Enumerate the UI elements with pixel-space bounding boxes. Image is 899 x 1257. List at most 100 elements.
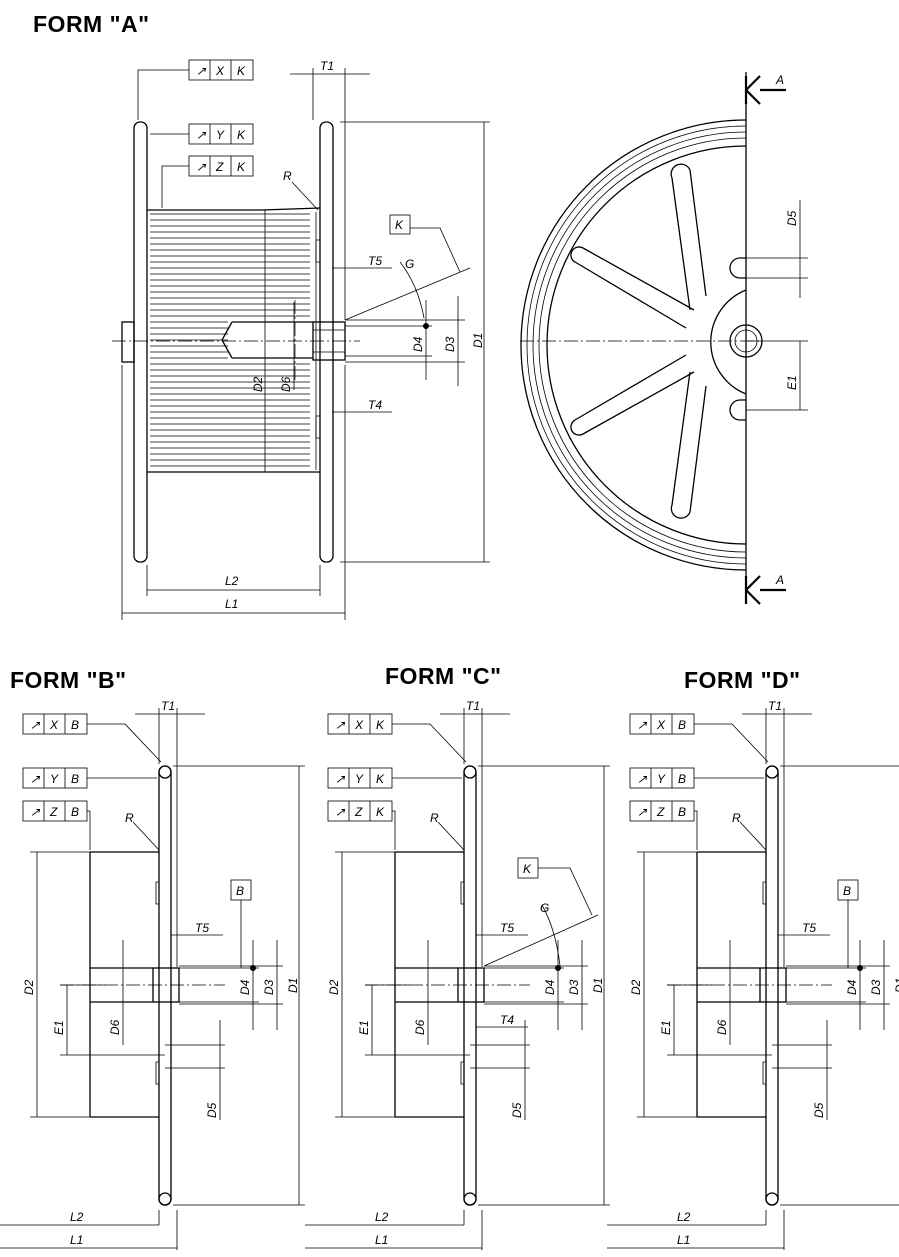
svg-text:B: B [678, 772, 686, 786]
dim-l1: L1 [225, 597, 238, 611]
svg-text:↗: ↗ [335, 805, 346, 819]
dim-l2: L2 [375, 1210, 389, 1224]
datum-point [423, 323, 429, 329]
form-a-title: FORM "A" [33, 11, 150, 37]
dim-d2: D2 [22, 979, 36, 995]
dim-t4: T4 [368, 398, 382, 412]
dim-d6: D6 [279, 376, 293, 392]
left-flange [133, 121, 148, 563]
dim-d2: D2 [251, 376, 265, 392]
dim-d2: D2 [629, 979, 643, 995]
svg-text:↗: ↗ [637, 805, 648, 819]
dim-d3: D3 [262, 979, 276, 995]
dim-d1: D1 [893, 978, 899, 993]
svg-text:↗: ↗ [196, 160, 207, 174]
dim-d4: D4 [845, 979, 859, 995]
dim-r: R [283, 169, 292, 183]
dim-d3: D3 [443, 336, 457, 352]
k-datum-label: K [523, 862, 532, 876]
b-datum-label: B [236, 884, 244, 898]
dim-d5: D5 [205, 1102, 219, 1118]
svg-text:Y: Y [50, 772, 59, 786]
svg-text:Y: Y [355, 772, 364, 786]
drum [696, 851, 766, 1118]
svg-text:X: X [354, 718, 364, 732]
dim-t1: T1 [320, 59, 334, 73]
dim-l2: L2 [225, 574, 239, 588]
form-d-title: FORM "D" [684, 667, 801, 693]
svg-text:↗: ↗ [30, 772, 41, 786]
tolerance-frame-y: ↗ Y K [150, 123, 254, 145]
dim-g: G [540, 901, 549, 915]
svg-text:↗: ↗ [335, 772, 346, 786]
flange [463, 765, 477, 1206]
dim-t1: T1 [768, 699, 782, 713]
dim-g: G [405, 257, 414, 271]
svg-text:↗: ↗ [637, 718, 648, 732]
dim-d2: D2 [327, 979, 341, 995]
dim-t5: T5 [195, 921, 209, 935]
drum-barrel [147, 207, 321, 473]
svg-text:K: K [237, 64, 246, 78]
dim-d4: D4 [543, 979, 557, 995]
dim-r: R [125, 811, 134, 825]
svg-text:K: K [237, 128, 246, 142]
dim-t5: T5 [802, 921, 816, 935]
dim-t1: T1 [466, 699, 480, 713]
form-a-front-view: A A D5 E1 [520, 72, 808, 605]
dim-l1: L1 [677, 1233, 690, 1247]
svg-text:B: B [678, 805, 686, 819]
section-a-bottom: A [775, 573, 784, 587]
dim-d5: D5 [510, 1102, 524, 1118]
dim-l1: L1 [375, 1233, 388, 1247]
tolerance-frame-z: ↗ Z K [161, 155, 254, 208]
svg-text:↗: ↗ [637, 772, 648, 786]
drum [394, 851, 464, 1118]
dim-r: R [430, 811, 439, 825]
svg-text:Z: Z [215, 160, 224, 174]
form-c-side-view [365, 765, 530, 1206]
dim-d1: D1 [471, 333, 485, 348]
dim-d4: D4 [411, 336, 425, 352]
svg-text:Z: Z [656, 805, 665, 819]
form-a-dimensions: T1 D1 D3 D4 D2 D6 T5 T4 R G K L2 [121, 59, 490, 620]
right-flange [319, 121, 334, 563]
svg-text:K: K [237, 160, 246, 174]
svg-text:↗: ↗ [335, 718, 346, 732]
dim-d4: D4 [238, 979, 252, 995]
k-datum-label: K [395, 218, 404, 232]
dim-t4: T4 [500, 1013, 514, 1027]
svg-text:B: B [71, 718, 79, 732]
dim-d6: D6 [413, 1019, 427, 1035]
svg-text:K: K [376, 805, 385, 819]
svg-text:K: K [376, 772, 385, 786]
dim-e1: E1 [785, 375, 799, 390]
form-b-title: FORM "B" [10, 667, 127, 693]
drum [89, 851, 159, 1118]
svg-text:Y: Y [657, 772, 666, 786]
form-d-side-view [667, 765, 832, 1206]
k-datum-box [389, 214, 411, 235]
dim-e1: E1 [357, 1020, 371, 1035]
svg-text:B: B [678, 718, 686, 732]
dim-d6: D6 [108, 1019, 122, 1035]
svg-text:X: X [215, 64, 225, 78]
flange [765, 765, 779, 1206]
dim-t5: T5 [500, 921, 514, 935]
flange [158, 765, 172, 1206]
section-a-top: A [775, 73, 784, 87]
dim-t1: T1 [161, 699, 175, 713]
